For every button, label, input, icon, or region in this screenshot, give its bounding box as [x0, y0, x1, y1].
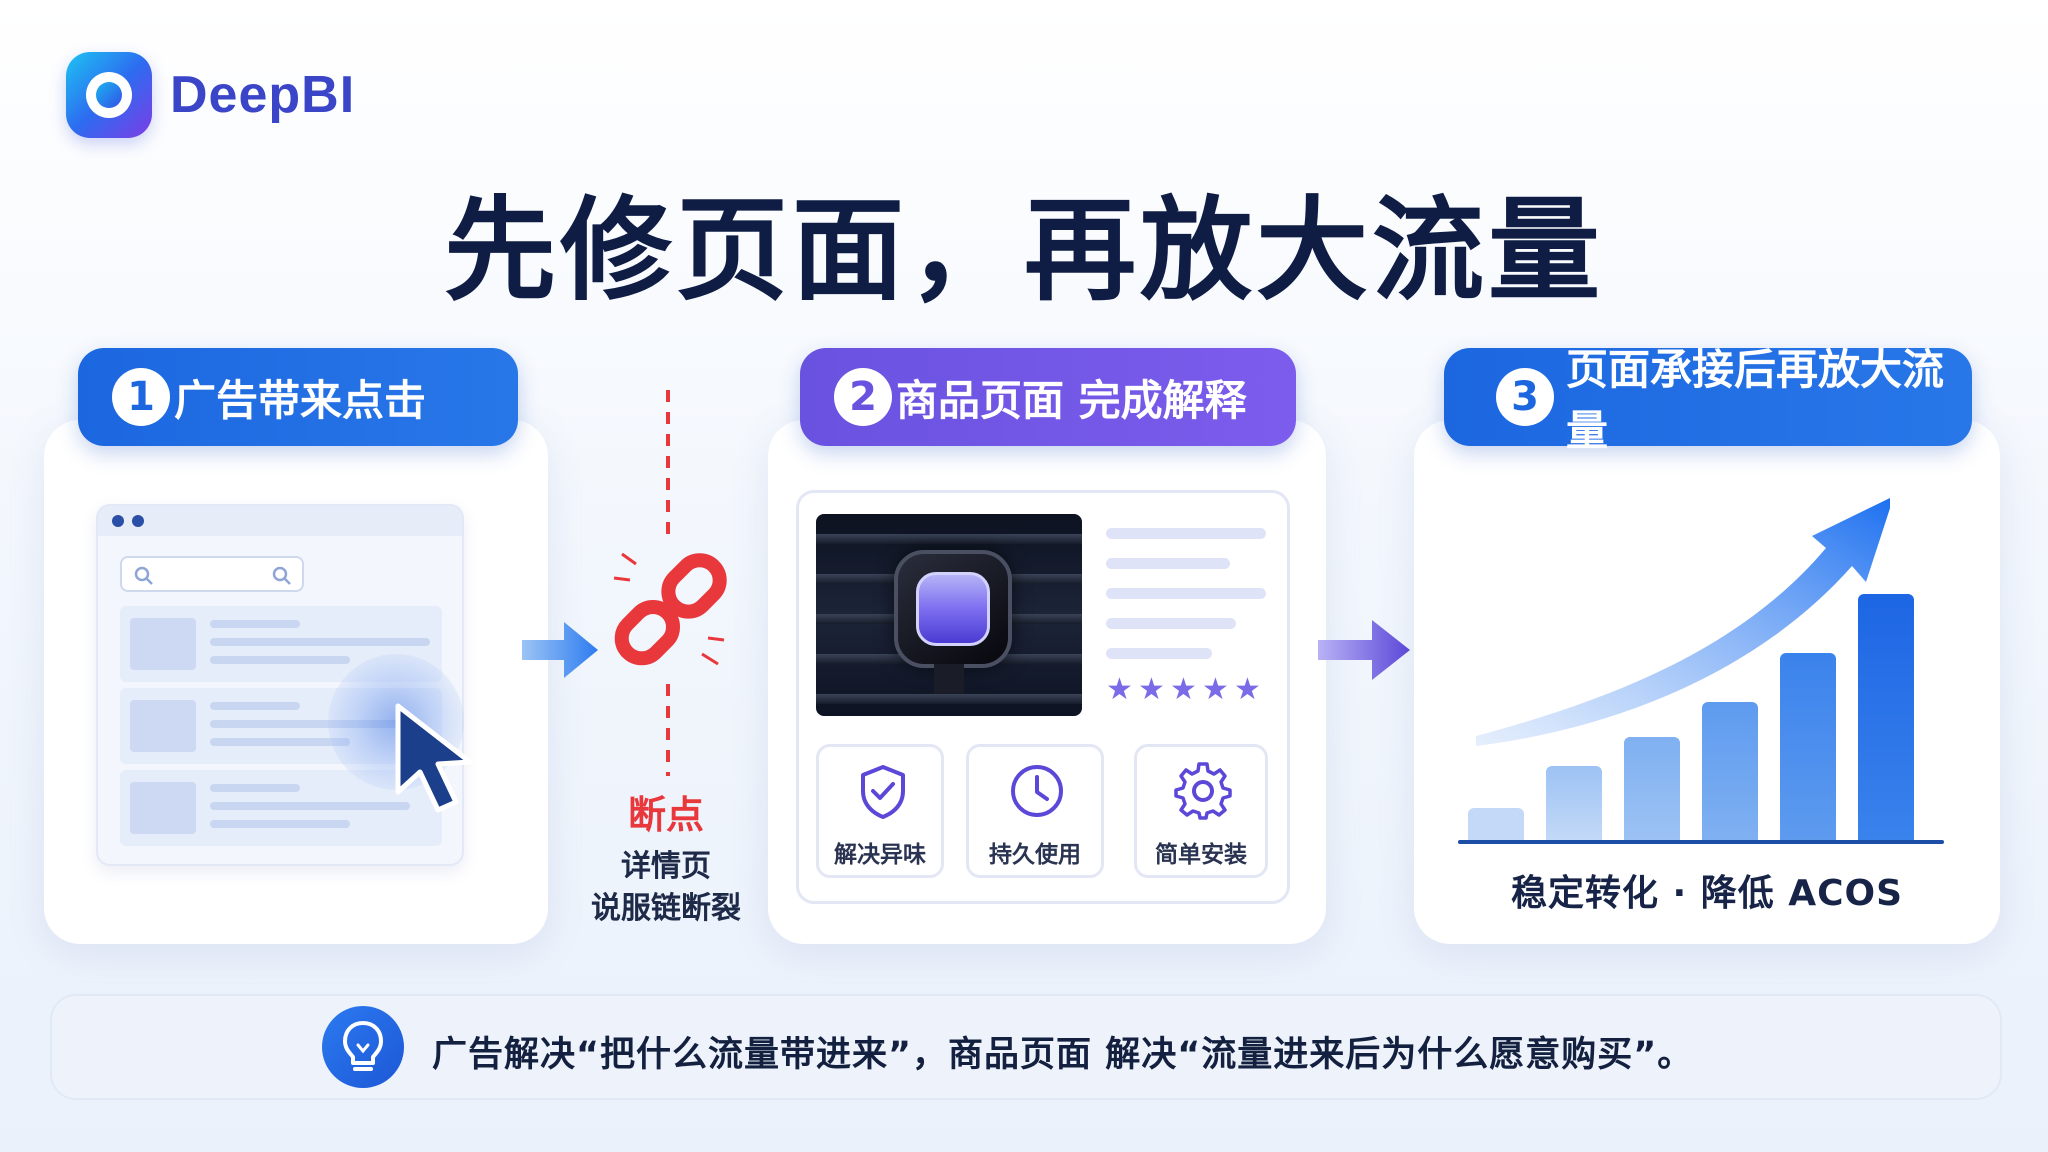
- growth-bar: [1702, 702, 1758, 840]
- step2-number: 2: [834, 368, 892, 426]
- cursor-arrow-icon: [395, 703, 473, 813]
- growth-bar: [1780, 653, 1836, 840]
- search-box-illustration: [120, 556, 304, 592]
- breakpoint-description: 详情页 说服链断裂: [560, 846, 772, 930]
- brand-logo: DeepBI: [66, 52, 355, 138]
- description-line: [1106, 618, 1236, 629]
- star-icon: ★: [1106, 672, 1133, 707]
- summary-text: 广告解决“把什么流量带进来”，商品页面 解决“流量进来后为什么愿意购买”。: [432, 1035, 1694, 1075]
- description-line: [1106, 588, 1266, 599]
- deepbi-logo-icon: [66, 52, 152, 138]
- growth-bar: [1624, 737, 1680, 840]
- step1-header: 1 广告带来点击: [78, 348, 518, 446]
- lightbulb-icon: [322, 1006, 404, 1088]
- broken-link-icon: [613, 390, 727, 776]
- feature-card: 解决异味: [816, 744, 944, 878]
- feature-card: 简单安装: [1134, 744, 1268, 878]
- feature-label: 持久使用: [989, 842, 1081, 868]
- growth-bar: [1468, 808, 1524, 840]
- star-icon: ★: [1202, 672, 1229, 707]
- star-icon: ★: [1170, 672, 1197, 707]
- gear-icon: [1174, 762, 1232, 820]
- step1-label: 广告带来点击: [174, 375, 427, 425]
- feature-label: 简单安装: [1155, 842, 1247, 868]
- star-icon: ★: [1234, 672, 1261, 707]
- growth-bar: [1858, 594, 1914, 840]
- flow-arrow-icon: [522, 622, 598, 678]
- page-title: 先修页面，再放大流量: [444, 186, 1604, 316]
- growth-caption: 稳定转化 · 降低 ACOS: [1510, 873, 1904, 914]
- product-image: [816, 514, 1082, 716]
- step2-header: 2 商品页面 完成解释: [800, 348, 1296, 446]
- step3-header: 3 页面承接后再放大流量: [1444, 345, 1972, 455]
- growth-trend-arrow-icon: [1476, 497, 1890, 746]
- step3-label: 页面承接后再放大流量: [1566, 345, 1945, 455]
- flow-arrow-icon: [1318, 620, 1410, 680]
- step1-number: 1: [112, 368, 170, 426]
- breakpoint-title: 断点: [627, 793, 704, 837]
- breakpoint-line: 说服链断裂: [591, 891, 741, 926]
- growth-bar: [1546, 766, 1602, 840]
- star-icon: ★: [1138, 672, 1165, 707]
- step2-label: 商品页面 完成解释: [896, 375, 1247, 425]
- breakpoint-line: 详情页: [621, 849, 711, 884]
- clock-icon: [1011, 765, 1063, 817]
- chart-baseline: [1458, 840, 1944, 844]
- description-line: [1106, 528, 1266, 539]
- shield-check-icon: [861, 765, 905, 819]
- brand-name: DeepBI: [170, 66, 356, 124]
- description-line: [1106, 558, 1230, 569]
- feature-label: 解决异味: [834, 842, 926, 868]
- step3-number: 3: [1496, 368, 1554, 426]
- description-line: [1106, 648, 1212, 659]
- feature-card: 持久使用: [966, 744, 1104, 878]
